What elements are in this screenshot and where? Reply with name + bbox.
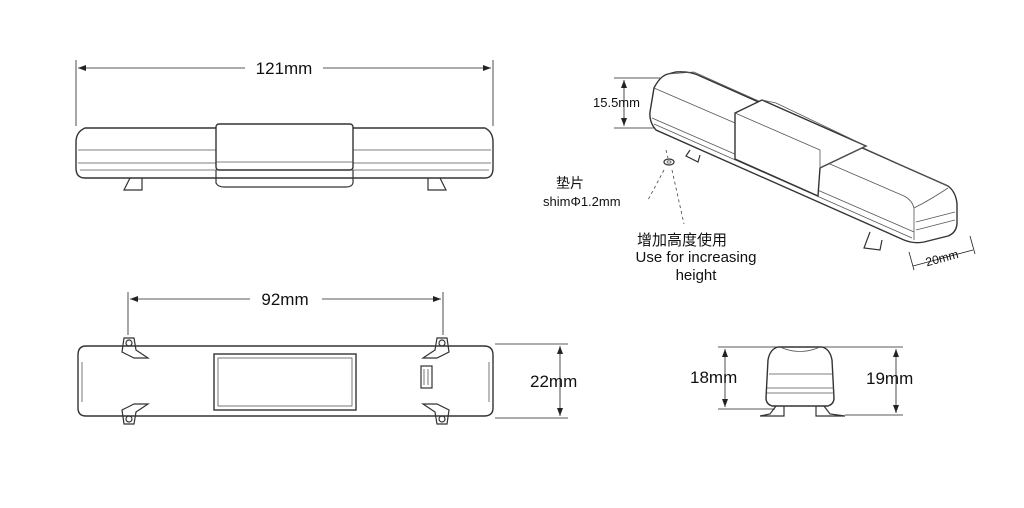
- end-foot-right: [815, 405, 846, 417]
- iso-foot-left: [685, 149, 701, 163]
- dim-label-20: 20mm: [924, 247, 960, 269]
- center-module-base: [215, 170, 354, 188]
- isometric-view: 15.5mm 垫片 shimΦ1.2mm 增加高度使用 Use for incr…: [543, 71, 976, 284]
- bottom-view: 92mm 22m: [77, 290, 577, 425]
- mount-tab-top-left: [121, 337, 150, 359]
- product-label-sticker: [420, 365, 433, 389]
- dim-label-92: 92mm: [261, 290, 308, 309]
- dim-line-20: [912, 249, 974, 267]
- note-label-en-2: height: [676, 267, 718, 284]
- mount-tab-bottom-left: [121, 403, 150, 425]
- note-leader-line: [671, 169, 685, 225]
- shim-leader-line: [647, 169, 665, 201]
- note-label-cn: 增加高度使用: [637, 231, 727, 249]
- iso-end-top: [913, 187, 949, 209]
- shim-label-en: shimΦ1.2mm: [543, 194, 621, 209]
- center-window: [213, 353, 357, 411]
- note-label-en-1: Use for increasing: [636, 249, 757, 266]
- dim-label-15: 15.5mm: [593, 95, 640, 110]
- side-view: 121mm: [75, 59, 494, 191]
- shim-washer: [663, 158, 675, 166]
- shim-label-cn: 垫片: [556, 176, 584, 192]
- center-window-inner: [217, 357, 353, 407]
- arrow-left: [78, 65, 86, 71]
- dim-label-18: 18mm: [690, 368, 737, 387]
- mount-foot-right: [427, 177, 447, 191]
- end-view: 18mm 19mm: [690, 346, 913, 417]
- mount-foot-left: [123, 177, 143, 191]
- center-module-side: [215, 123, 354, 171]
- end-foot-left: [759, 405, 785, 417]
- arrow-92-left: [130, 296, 138, 302]
- mount-tab-top-right: [421, 337, 450, 359]
- iso-foot-right: [863, 231, 883, 251]
- mount-tab-bottom-right: [421, 403, 450, 425]
- dim-label-19: 19mm: [866, 369, 913, 388]
- dim-label-121: 121mm: [256, 59, 313, 78]
- arrow-92-right: [433, 296, 441, 302]
- arrow-right: [483, 65, 491, 71]
- dim-label-22: 22mm: [530, 372, 577, 391]
- lightbar-body-end: [765, 346, 835, 407]
